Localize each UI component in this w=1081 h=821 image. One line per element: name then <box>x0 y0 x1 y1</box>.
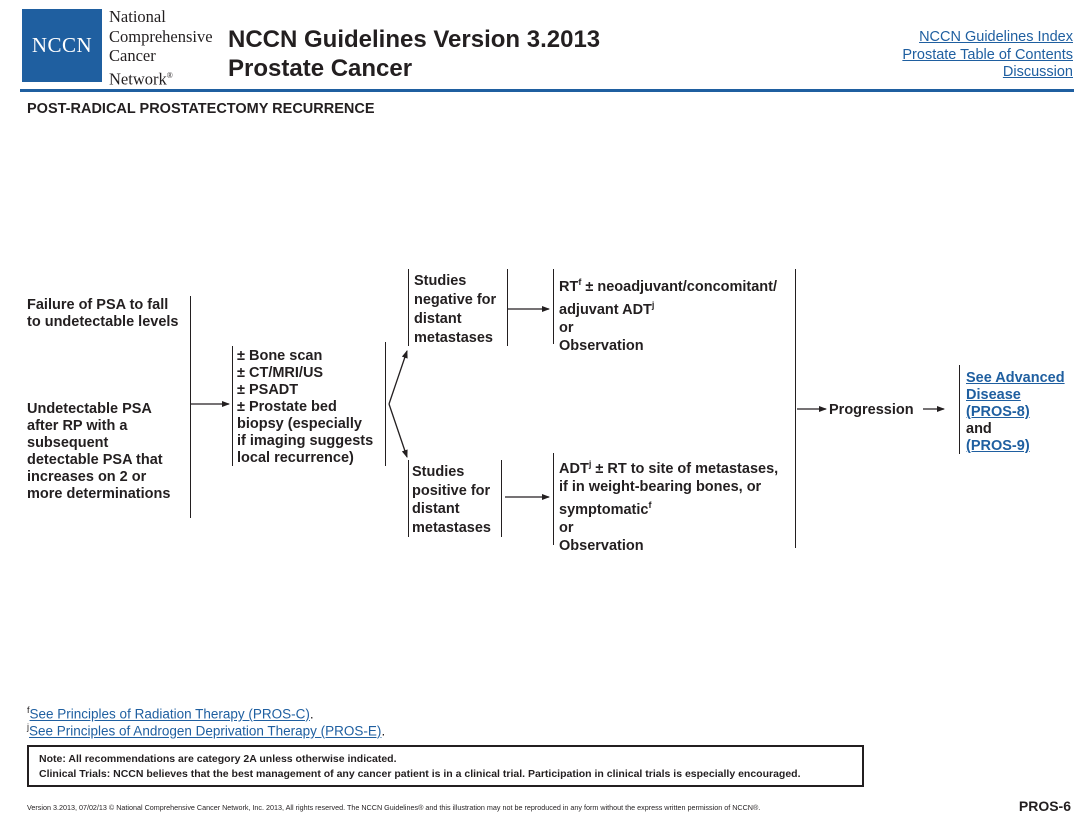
outcome-box: See Advanced Disease (PROS-8) and (PROS-… <box>966 370 1065 455</box>
bracket-line <box>959 365 960 454</box>
text-line: detectable PSA that <box>27 452 163 468</box>
text-line: Failure of PSA to fall <box>27 297 169 313</box>
org-line: Network <box>109 69 167 88</box>
text-line: Studies <box>412 464 465 480</box>
org-line: Cancer <box>109 46 156 65</box>
footnote-mark: j <box>588 459 592 469</box>
page-code: PROS-6 <box>1018 798 1071 814</box>
text-line: metastases <box>414 330 493 346</box>
advanced-disease-link[interactable]: See Advanced <box>966 370 1065 386</box>
page-title: NCCN Guidelines Version 3.2013 Prostate … <box>228 25 600 83</box>
bracket-line <box>501 460 502 537</box>
title-version: NCCN Guidelines Version 3.2013 <box>228 26 601 53</box>
text-line: distant <box>414 311 462 327</box>
text-run: ± neoadjuvant/concomitant/ <box>581 278 778 295</box>
text-run: ± RT to site of metastases, <box>591 460 779 477</box>
text-line: if imaging suggests <box>237 433 374 449</box>
bracket-line <box>190 296 191 518</box>
bracket-line <box>385 342 386 466</box>
text-run: . <box>309 706 314 722</box>
pros-8-link[interactable]: (PROS-8) <box>966 404 1030 420</box>
progression-label: Progression <box>829 402 914 418</box>
pros-9-link[interactable]: (PROS-9) <box>966 438 1030 454</box>
bracket-line <box>553 453 554 545</box>
copyright-text: Version 3.2013, 07/02/13 © National Comp… <box>27 803 761 812</box>
footnote-mark: f <box>27 705 30 715</box>
section-title: POST-RADICAL PROSTATECTOMY RECURRENCE <box>27 101 375 117</box>
studies-positive: Studies positive for distant metastases <box>412 463 491 537</box>
text-line: negative for <box>414 292 497 308</box>
nccn-logo: NCCN <box>22 9 102 82</box>
text-line: Observation <box>559 337 644 354</box>
treatment-positive: ADTj ± RT to site of metastases, if in w… <box>559 455 778 555</box>
text-line: local recurrence) <box>237 450 354 466</box>
text-line: more determinations <box>27 486 171 502</box>
and-label: and <box>966 421 992 437</box>
text-line: ± Bone scan <box>237 348 323 364</box>
text-line: positive for <box>412 482 491 499</box>
bracket-line <box>553 269 554 344</box>
header-links: NCCN Guidelines Index Prostate Table of … <box>902 29 1073 82</box>
workup-box: ± Bone scan ± CT/MRI/US ± PSADT ± Prosta… <box>237 348 373 467</box>
discussion-link[interactable]: Discussion <box>1002 64 1073 80</box>
studies-negative: Studies negative for distant metastases <box>414 272 496 348</box>
header-divider <box>20 89 1074 92</box>
text-line: distant <box>412 501 460 517</box>
text-line: to undetectable levels <box>27 314 179 330</box>
table-of-contents-link[interactable]: Prostate Table of Contents <box>902 46 1073 63</box>
radiation-therapy-link[interactable]: See Principles of Radiation Therapy (PRO… <box>29 706 310 722</box>
text-line: or <box>559 319 574 336</box>
org-line: Comprehensive <box>109 26 213 46</box>
text-run: RT <box>559 278 579 295</box>
footnote-j: jSee Principles of Androgen Deprivation … <box>27 719 385 740</box>
registered-mark: ® <box>166 70 173 80</box>
text-line: ± CT/MRI/US <box>237 365 324 381</box>
text-line: Undetectable PSA <box>27 401 152 417</box>
advanced-disease-link-cont[interactable]: Disease <box>966 387 1021 403</box>
treatment-negative: RTf ± neoadjuvant/concomitant/ adjuvant … <box>559 273 777 355</box>
arrow-workup-to-negative <box>388 350 408 405</box>
title-cancer-type: Prostate Cancer <box>228 55 413 82</box>
condition-detectable-psa: Undetectable PSA after RP with a subsequ… <box>27 401 170 503</box>
text-run: adjuvant ADT <box>559 301 652 318</box>
text-line: increases on 2 or <box>27 469 147 485</box>
note-line: Note: All recommendations are category 2… <box>39 753 397 765</box>
condition-psa-failure: Failure of PSA to fall to undetectable l… <box>27 297 179 331</box>
footnote-mark: j <box>27 722 29 732</box>
org-line: National <box>109 7 166 26</box>
arrow-workup-to-positive <box>388 403 408 458</box>
logo-text: NCCN <box>31 33 93 57</box>
footnote-mark: j <box>651 299 655 310</box>
androgen-deprivation-link[interactable]: See Principles of Androgen Deprivation T… <box>29 723 382 739</box>
text-line: Observation <box>559 537 644 554</box>
clinical-trials-line: Clinical Trials: NCCN believes that the … <box>39 768 801 780</box>
text-line: subsequent <box>27 435 109 451</box>
footnote-mark: f <box>578 277 582 287</box>
bracket-line <box>507 269 508 346</box>
organization-name: National Comprehensive Cancer Network® <box>109 7 213 89</box>
footnote-f: fSee Principles of Radiation Therapy (PR… <box>27 702 314 723</box>
text-line: ± PSADT <box>237 382 299 398</box>
note-box: Note: All recommendations are category 2… <box>27 745 864 787</box>
footnote-mark: f <box>648 499 652 510</box>
text-run: . <box>381 723 386 739</box>
text-line: biopsy (especially <box>237 416 362 432</box>
text-line: after RP with a <box>27 418 128 434</box>
text-line: Studies <box>414 273 467 289</box>
text-line: metastases <box>412 519 491 536</box>
text-run: ADT <box>559 460 589 477</box>
bracket-line <box>408 460 409 537</box>
guidelines-index-link[interactable]: NCCN Guidelines Index <box>919 29 1073 45</box>
bracket-line <box>795 269 796 548</box>
text-line: if in weight-bearing bones, or <box>559 478 762 495</box>
bracket-line <box>408 269 409 346</box>
text-line: ± Prostate bed <box>237 399 337 415</box>
bracket-line <box>232 346 233 466</box>
text-line: or <box>559 519 574 536</box>
text-run: symptomatic <box>559 501 649 518</box>
